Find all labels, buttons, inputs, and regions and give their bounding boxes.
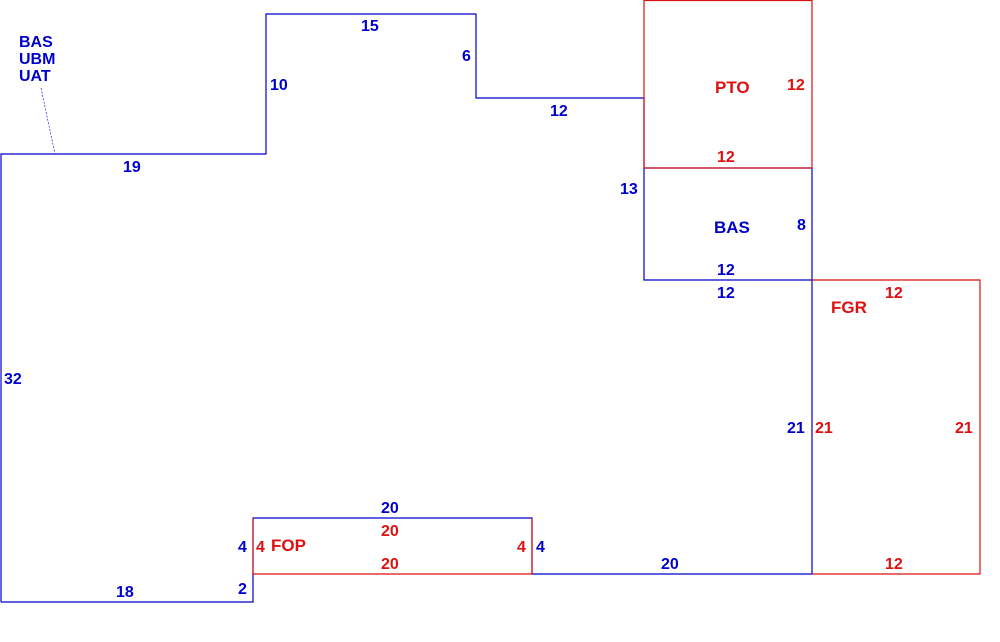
legend: BAS UBM UAT [19,34,55,85]
addition-dimensions: 12 12 12 21 21 12 20 20 4 4 [256,77,973,573]
dim-bas-left: 13 [620,181,638,198]
main-outline [0,13,813,603]
dim-east-wall: 21 [787,420,805,437]
dim-step-mid: 6 [462,48,471,65]
porch-area-label: PTO [715,78,750,97]
dim-patio-add-bottom: 20 [381,556,399,573]
porch-outline [643,0,813,169]
legend-line-3: UAT [19,68,51,85]
main-dimensions: 19 10 15 6 12 13 8 12 12 32 18 2 4 20 4 … [4,18,806,601]
dim-porch-right: 12 [787,77,805,94]
legend-line-2: UBM [19,51,55,68]
dim-bas-bottom: 12 [717,262,735,279]
patio-outline [252,518,533,575]
garage-outline [812,279,981,575]
dim-bottom-mid: 20 [661,556,679,573]
dim-top-right: 12 [550,103,568,120]
dim-porch-bottom: 12 [717,149,735,166]
main-perimeter [0,13,813,603]
dim-garage-bottom: 12 [885,556,903,573]
dim-patio-top: 20 [381,500,399,517]
addition-outlines [252,0,981,575]
dim-step-left: 10 [270,77,288,94]
dim-top-left: 19 [123,159,141,176]
dim-patio-left: 4 [238,539,247,556]
dim-bas-garage-top: 12 [717,285,735,302]
dim-top-mid: 15 [361,18,379,35]
dim-garage-right: 21 [955,420,973,437]
dim-west-wall: 32 [4,371,22,388]
dim-patio-add-top: 20 [381,523,399,540]
dim-patio-step: 2 [238,581,247,598]
dim-garage-top: 12 [885,285,903,302]
dim-bas-right: 8 [797,217,806,234]
garage-area-label: FGR [831,298,867,317]
dim-bottom-left: 18 [116,584,134,601]
dim-patio-add-right: 4 [517,539,526,556]
dim-patio-right: 4 [536,539,545,556]
dim-garage-left: 21 [815,420,833,437]
bas-area-label: BAS [714,218,750,237]
legend-line-1: BAS [19,34,53,51]
dim-patio-add-left: 4 [256,539,265,556]
legend-leader-line [40,87,56,155]
patio-area-label: FOP [271,536,306,555]
